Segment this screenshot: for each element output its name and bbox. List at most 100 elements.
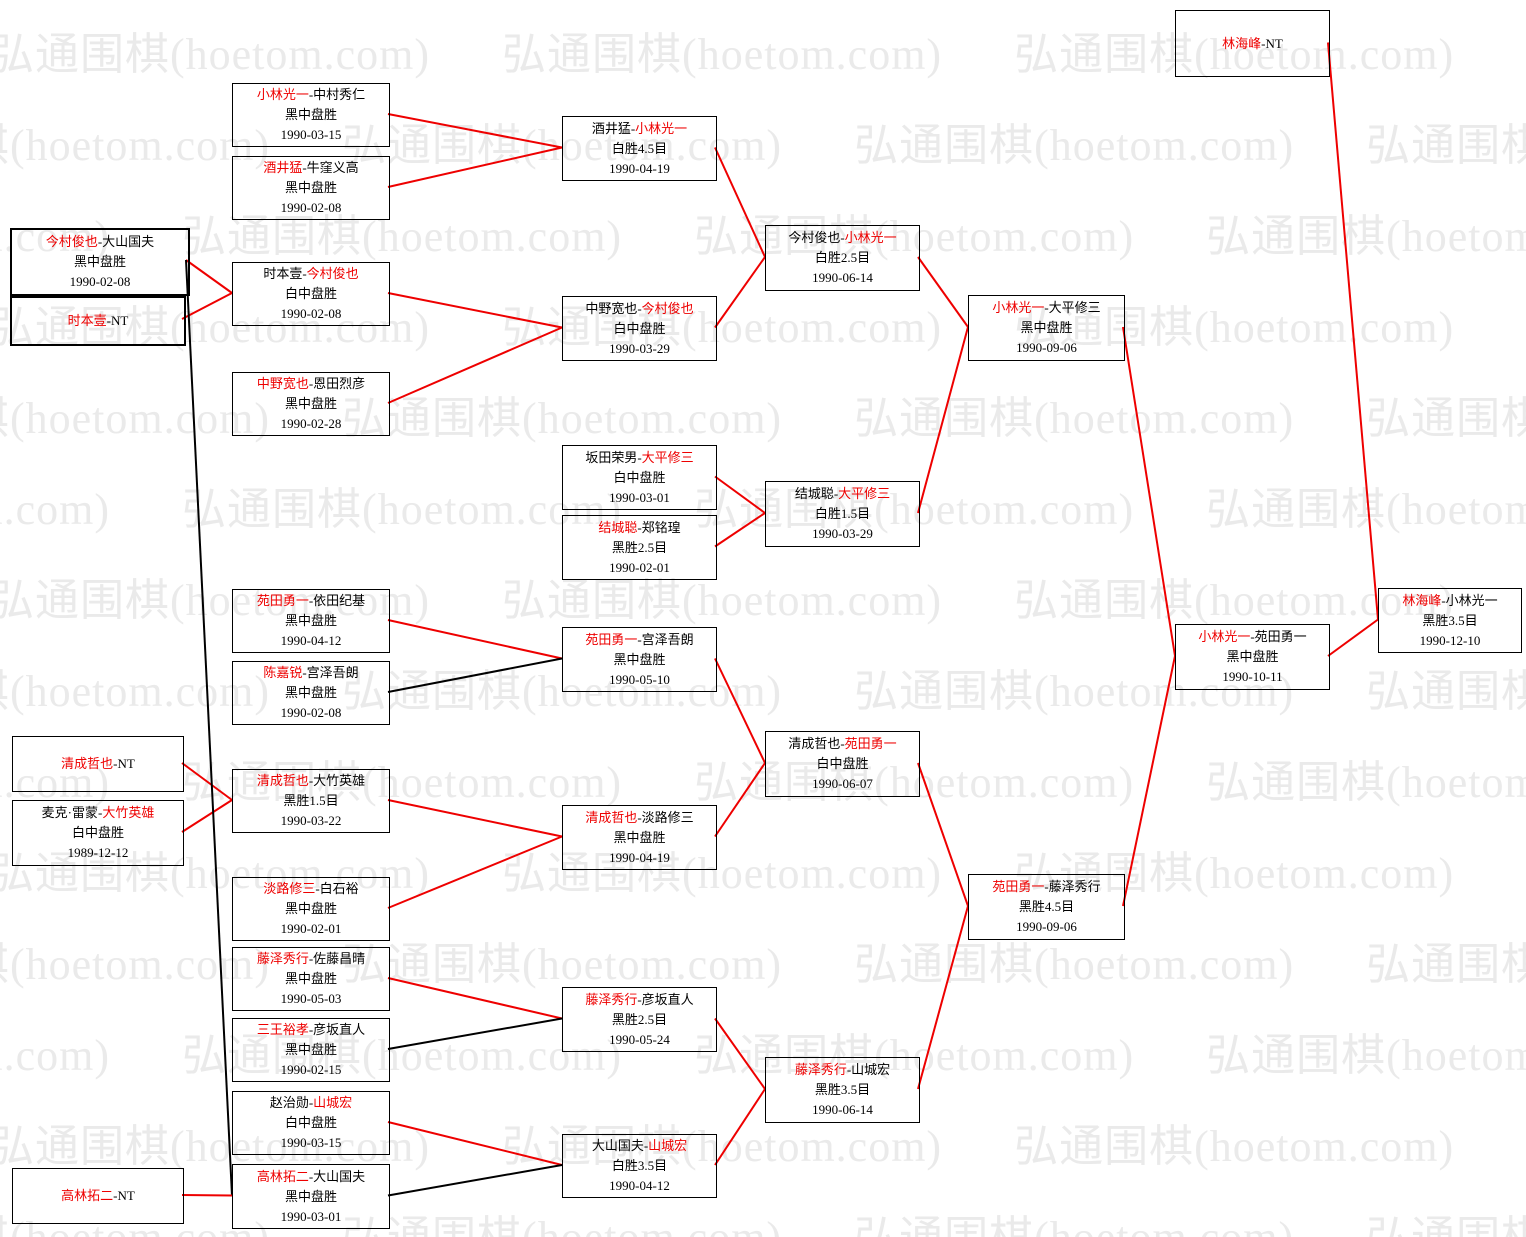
match-box-b2[interactable]: 时本壹-NT <box>10 296 186 346</box>
match-players: 清成哲也-苑田勇一 <box>788 734 896 754</box>
match-players: 林海峰-NT <box>1222 34 1283 54</box>
player-1-name: 苑田勇一 <box>256 593 309 608</box>
match-date: 1990-03-01 <box>609 489 670 505</box>
watermark-text-row: 弘通围棋(hoetom.com) 弘通围棋(hoetom.com) 弘通围棋(h… <box>0 1122 1526 1171</box>
match-players: 陈嘉锐-宫泽吾朗 <box>263 663 358 683</box>
player-1-name: 麦克·雷蒙 <box>41 805 98 820</box>
connector-c2_1-to-c3_1 <box>387 113 563 149</box>
player-1-name: 藤泽秀行 <box>794 1062 847 1077</box>
match-players: 清成哲也-淡路修三 <box>585 808 693 828</box>
match-result: 黑中盘胜 <box>284 901 337 916</box>
player-2-name: 山城宏 <box>313 1095 353 1110</box>
match-result: 白中盘胜 <box>816 756 869 771</box>
match-date: 1990-03-15 <box>280 127 342 142</box>
watermark-text-row: 弘通围棋(hoetom.com) 弘通围棋(hoetom.com) 弘通围棋(h… <box>0 1031 1526 1080</box>
match-result: 黑中盘胜 <box>1020 320 1073 335</box>
match-box-c6_1[interactable]: 林海峰-NT <box>1175 10 1330 77</box>
connector-b1-to-c2_12 <box>185 259 233 1196</box>
match-date: 1990-06-14 <box>812 270 873 285</box>
match-box-b5[interactable]: 高林拓二-NT <box>12 1168 184 1224</box>
player-2-name: 今村俊也 <box>641 300 694 316</box>
player-1-name: 今村俊也 <box>788 230 841 245</box>
vs-separator: - <box>302 665 307 680</box>
player-2-name: 彦坂直人 <box>641 991 694 1007</box>
connector-c3_5-to-c4_3 <box>714 658 766 764</box>
connector-c4_1-to-c5_1 <box>917 256 969 328</box>
watermark-text-row: 弘通围棋(hoetom.com) 弘通围棋(hoetom.com) 弘通围棋(h… <box>0 940 1526 989</box>
vs-separator: - <box>637 631 642 647</box>
watermark-text-row: 弘通围棋(hoetom.com) 弘通围棋(hoetom.com) 弘通围棋(h… <box>0 485 1526 534</box>
connector-c2_4-to-c3_2 <box>387 326 563 404</box>
vs-separator: - <box>630 120 636 136</box>
player-1-name: 陈嘉锐 <box>263 665 303 680</box>
match-players: 赵治勋-山城宏 <box>270 1093 352 1113</box>
player-1-name: 大山国夫 <box>591 1138 644 1153</box>
player-1-name: 苑田勇一 <box>992 879 1045 894</box>
watermark-text-row: 弘通围棋(hoetom.com) 弘通围棋(hoetom.com) 弘通围棋(h… <box>0 576 1526 625</box>
match-players: 小林光一-苑田勇一 <box>1198 627 1306 647</box>
player-2-name: 苑田勇一 <box>844 736 897 751</box>
connector-c4_2-to-c5_1 <box>917 326 969 514</box>
vs-separator: - <box>308 376 314 391</box>
match-result: 黑中盘胜 <box>284 685 337 700</box>
connector-c3_1-to-c4_1 <box>714 147 766 258</box>
connector-c2_6-to-c3_5 <box>387 657 563 693</box>
match-result: 白胜1.5目 <box>814 506 871 521</box>
match-date: 1990-06-07 <box>812 776 873 791</box>
match-box-b3[interactable]: 清成哲也-NT <box>12 736 184 792</box>
vs-separator: - <box>643 1138 649 1153</box>
vs-separator: - <box>840 230 845 245</box>
vs-separator: - <box>637 809 642 825</box>
connector-c3_7-to-c4_4 <box>714 1017 766 1090</box>
player-2-name: 佐藤昌晴 <box>313 951 366 966</box>
player-2-name: NT <box>117 756 135 771</box>
player-2-name: 小林光一 <box>635 120 688 136</box>
match-result: 白胜4.5目 <box>611 140 668 156</box>
match-box-c4_3[interactable]: 清成哲也-苑田勇一白中盘胜 1990-06-07 <box>765 731 920 797</box>
player-1-name: 中野宽也 <box>585 300 638 316</box>
player-2-name: 大平修三 <box>838 486 891 501</box>
vs-separator: - <box>637 519 642 535</box>
match-players: 清成哲也-大竹英雄 <box>257 771 365 791</box>
player-1-name: 结城聪 <box>598 519 638 535</box>
player-2-name: 白石裕 <box>319 881 359 896</box>
player-2-name: 依田纪基 <box>313 593 366 608</box>
match-result: 黑中盘胜 <box>284 396 337 411</box>
match-date: 1990-04-19 <box>609 160 670 176</box>
match-date: 1989-12-12 <box>67 845 129 860</box>
player-1-name: 清成哲也 <box>788 736 841 751</box>
player-2-name: 中村秀仁 <box>313 87 366 102</box>
match-players: 大山国夫-山城宏 <box>592 1136 687 1156</box>
match-date: 1990-05-03 <box>280 991 342 1006</box>
